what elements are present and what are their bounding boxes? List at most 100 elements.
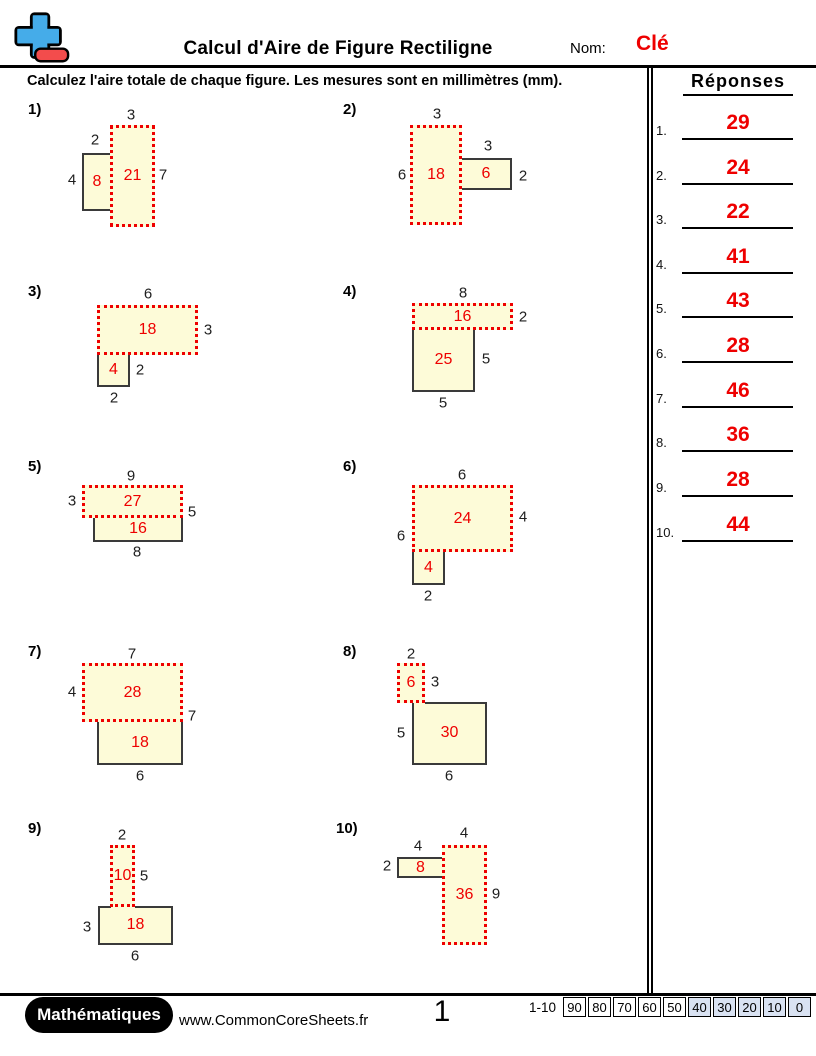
problem-6-number: 6) [343, 458, 357, 475]
problem-9-border-segment [135, 906, 173, 908]
problem-8-rect-dotted: 6 [397, 663, 425, 703]
problem-4-rect-solid: 25 [412, 330, 475, 392]
problem-9-rect-solid: 18 [98, 907, 173, 945]
problem-8-dimension-label: 6 [444, 767, 454, 785]
problem-1-dimension-label: 3 [126, 106, 136, 124]
problem-2-dimension-label: 2 [518, 167, 528, 185]
problem-2-dimension-label: 6 [397, 166, 407, 184]
problem-8-dimension-label: 2 [406, 645, 416, 663]
answer-4-value: 41 [726, 245, 750, 268]
problem-2-dimension-label: 3 [432, 105, 442, 123]
answer-3-blank-line [682, 227, 793, 229]
problem-10-rect-dotted: 36 [442, 845, 487, 945]
problem-10-dimension-label: 4 [459, 824, 469, 842]
score-box-90: 90 [563, 997, 586, 1017]
answer-7-index: 7. [656, 391, 667, 406]
problem-7-rect-solid: 18 [97, 722, 183, 765]
problem-1-dimension-label: 7 [158, 166, 168, 184]
problem-9-dimension-label: 3 [82, 918, 92, 936]
problem-4-dimension-label: 8 [458, 284, 468, 302]
problem-5-number: 5) [28, 458, 42, 475]
answer-5-index: 5. [656, 301, 667, 316]
plus-minus-logo [14, 12, 70, 63]
answer-2-value: 24 [726, 156, 750, 179]
answer-8-value: 36 [726, 423, 750, 446]
problem-4-dimension-label: 2 [518, 308, 528, 326]
page-title: Calcul d'Aire de Figure Rectiligne [183, 38, 493, 59]
problem-5-dimension-label: 3 [67, 492, 77, 510]
problem-3-number: 3) [28, 283, 42, 300]
score-box-70: 70 [613, 997, 636, 1017]
problem-4-number: 4) [343, 283, 357, 300]
answer-10-blank-line [682, 540, 793, 542]
problem-9-dimension-label: 2 [117, 826, 127, 844]
problem-9-border-segment [98, 906, 111, 908]
answers-separator [647, 68, 653, 995]
score-box-30: 30 [713, 997, 736, 1017]
answer-8-index: 8. [656, 435, 667, 450]
problem-8-dimension-label: 5 [396, 724, 406, 742]
problem-4-dimension-label: 5 [481, 350, 491, 368]
problem-5-dimension-label: 8 [132, 543, 142, 561]
problem-4-rect-dotted: 16 [412, 303, 513, 330]
score-box-50: 50 [663, 997, 686, 1017]
problem-9-dimension-label: 5 [139, 867, 149, 885]
problem-10-dimension-label: 4 [413, 837, 423, 855]
footer-divider [0, 993, 816, 996]
score-box-20: 20 [738, 997, 761, 1017]
answer-3-value: 22 [726, 200, 750, 223]
answer-6-index: 6. [656, 346, 667, 361]
name-value: Clé [636, 32, 669, 55]
answer-10-value: 44 [726, 513, 750, 536]
answer-6-value: 28 [726, 334, 750, 357]
problem-2-rect-solid: 6 [462, 158, 512, 190]
answer-8-blank-line [682, 450, 793, 452]
problem-8-rect-solid: 30 [412, 703, 487, 765]
answer-1-blank-line [682, 138, 793, 140]
header-divider [0, 65, 816, 68]
problem-7-dimension-label: 6 [135, 767, 145, 785]
problem-3-rect-solid: 4 [97, 355, 130, 387]
answer-9-index: 9. [656, 480, 667, 495]
problem-6-rect-dotted: 24 [412, 485, 513, 552]
problem-5-rect-solid: 16 [93, 518, 183, 542]
problem-1-dimension-label: 2 [90, 131, 100, 149]
website-url: www.CommonCoreSheets.fr [179, 1012, 369, 1029]
problem-7-dimension-label: 7 [187, 707, 197, 725]
problem-9-number: 9) [28, 820, 42, 837]
answer-5-blank-line [682, 316, 793, 318]
problem-6-dimension-label: 6 [457, 466, 467, 484]
problem-5-rect-dotted: 27 [82, 485, 183, 518]
problem-2-dimension-label: 3 [483, 137, 493, 155]
answer-7-blank-line [682, 406, 793, 408]
problem-5-dimension-label: 5 [187, 503, 197, 521]
answers-title: Réponses [683, 71, 793, 96]
answer-9-blank-line [682, 495, 793, 497]
problem-3-dimension-label: 2 [135, 361, 145, 379]
answer-2-blank-line [682, 183, 793, 185]
problem-6-dimension-label: 2 [423, 587, 433, 605]
score-box-0: 0 [788, 997, 811, 1017]
answer-3-index: 3. [656, 212, 667, 227]
answer-9-value: 28 [726, 468, 750, 491]
problem-8-dimension-label: 3 [430, 673, 440, 691]
problem-7-dimension-label: 7 [127, 645, 137, 663]
problem-10-number: 10) [336, 820, 358, 837]
answer-1-index: 1. [656, 123, 667, 138]
problem-1-dimension-label: 4 [67, 171, 77, 189]
problem-3-rect-dotted: 18 [97, 305, 198, 355]
answer-7-value: 46 [726, 379, 750, 402]
minus-bar-icon [34, 47, 70, 63]
problem-4-dimension-label: 5 [438, 394, 448, 412]
problem-7-rect-dotted: 28 [82, 663, 183, 722]
score-box-60: 60 [638, 997, 661, 1017]
answer-5-value: 43 [726, 289, 750, 312]
problem-6-dimension-label: 6 [396, 527, 406, 545]
problem-7-dimension-label: 4 [67, 683, 77, 701]
score-box-80: 80 [588, 997, 611, 1017]
problem-3-dimension-label: 2 [109, 389, 119, 407]
problem-10-dimension-label: 9 [491, 885, 501, 903]
answer-10-index: 10. [656, 525, 675, 540]
problem-2-number: 2) [343, 101, 357, 118]
